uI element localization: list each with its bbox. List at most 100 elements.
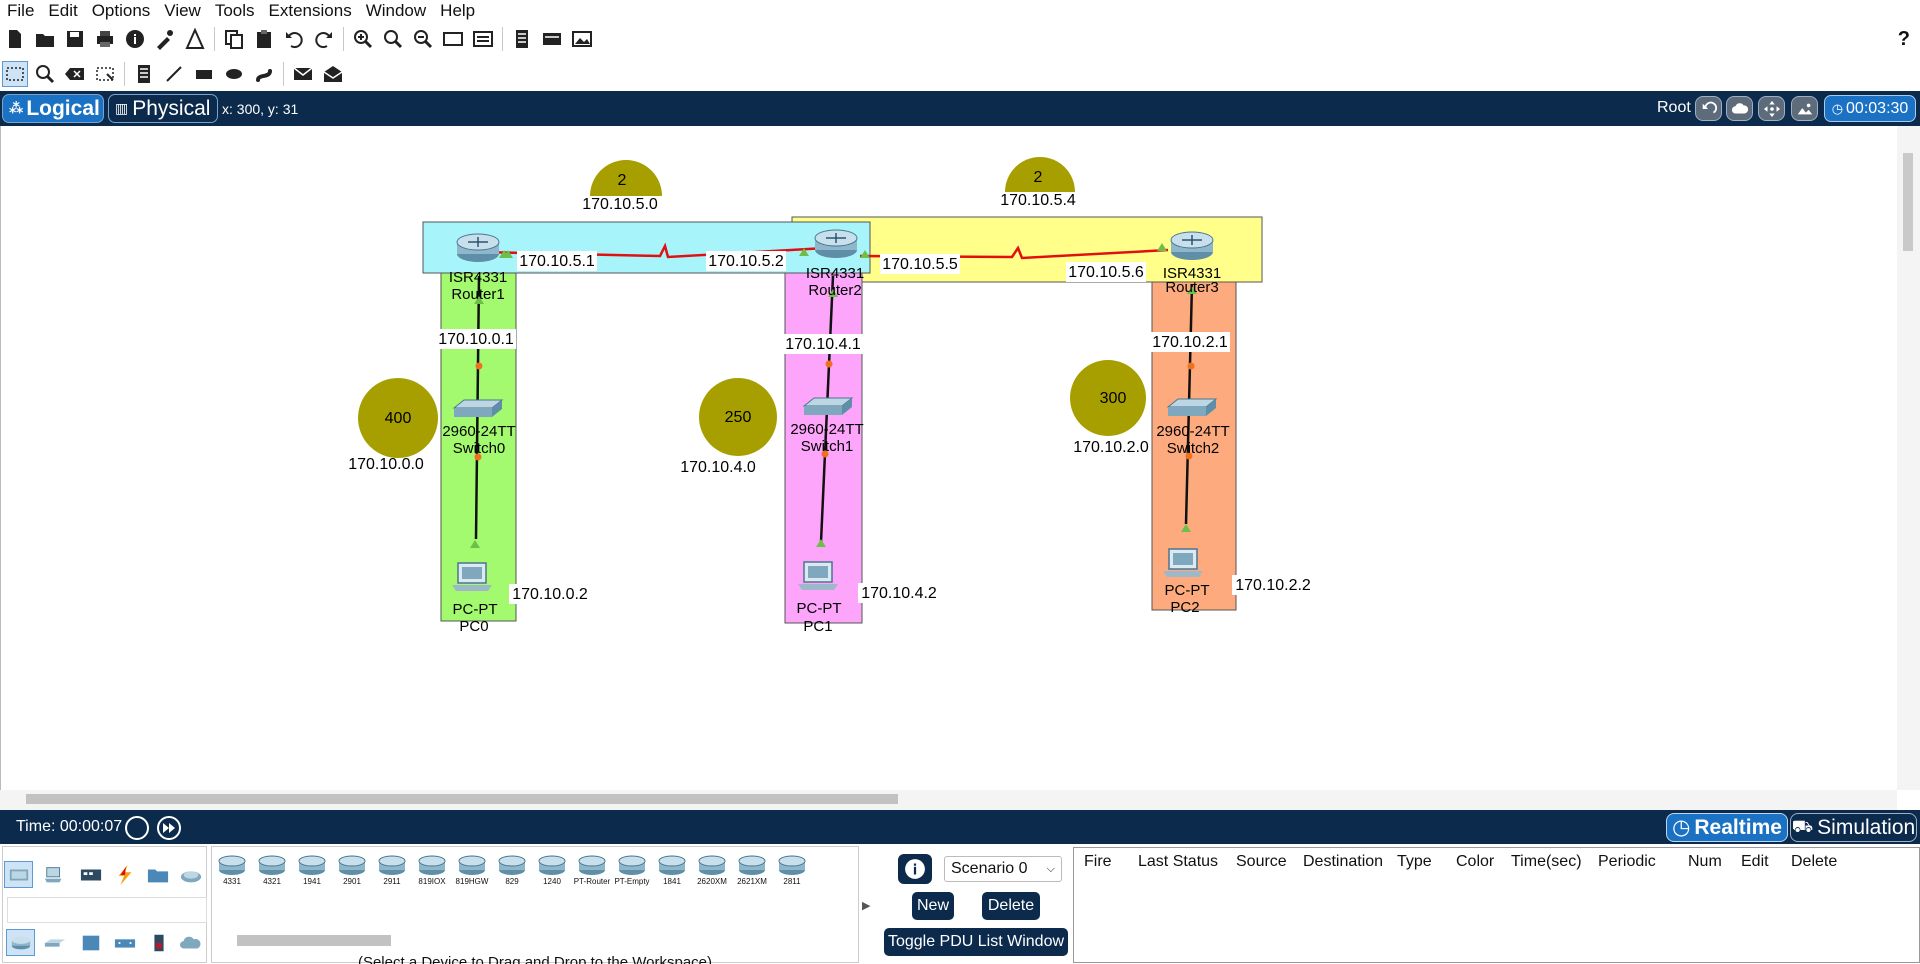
zoom-in-icon[interactable]	[350, 26, 376, 52]
panel-collapse-arrow-icon[interactable]: ▶	[862, 900, 871, 912]
tab-physical[interactable]: ▥ Physical	[108, 94, 218, 123]
connections-category-icon[interactable]	[110, 861, 139, 888]
device-item[interactable]: 1240	[534, 851, 570, 889]
tab-logical[interactable]: ⁂ Logical	[2, 94, 104, 123]
device-item[interactable]: PT-Router	[574, 851, 610, 889]
menu-edit[interactable]: Edit	[48, 1, 78, 20]
wireless-subcategory-icon[interactable]	[110, 929, 139, 956]
pc2[interactable]	[1163, 548, 1203, 577]
menu-file[interactable]: File	[7, 1, 35, 20]
workspace-vertical-scrollbar[interactable]	[1897, 126, 1920, 790]
column-num[interactable]: Num	[1688, 853, 1722, 870]
physical-view-icon[interactable]	[569, 26, 595, 52]
undo-icon[interactable]	[281, 26, 307, 52]
draw-freeform-icon[interactable]	[251, 61, 277, 87]
select-tool-icon[interactable]	[2, 61, 28, 87]
wan-emulation-subcategory-icon[interactable]	[176, 929, 205, 956]
print-icon[interactable]	[92, 26, 118, 52]
column-delete[interactable]: Delete	[1791, 853, 1838, 870]
column-source[interactable]: Source	[1236, 853, 1287, 870]
wizard-icon[interactable]	[152, 26, 178, 52]
menu-help[interactable]: Help	[440, 1, 476, 20]
column-fire[interactable]: Fire	[1084, 853, 1112, 870]
device-item[interactable]: 819HGW	[454, 851, 490, 889]
device-item[interactable]: 2620XM	[694, 851, 730, 889]
network-circle[interactable]: 2	[590, 160, 662, 196]
network-circle[interactable]: 300	[1070, 360, 1146, 436]
new-scenario-button[interactable]: New	[912, 892, 954, 920]
inspect-tool-icon[interactable]	[32, 61, 58, 87]
switch1[interactable]	[802, 397, 854, 415]
routers-subcategory-icon[interactable]	[6, 929, 35, 956]
network-circle[interactable]: 400	[358, 378, 438, 458]
delete-scenario-button[interactable]: Delete	[982, 892, 1040, 920]
realtime-mode-button[interactable]: ◷ Realtime	[1666, 813, 1788, 842]
device-search-field[interactable]	[7, 897, 207, 923]
place-note-icon[interactable]	[131, 61, 157, 87]
serial-link-r2-r3[interactable]	[859, 245, 1169, 260]
toggle-pdu-list-button[interactable]: Toggle PDU List Window	[884, 928, 1068, 956]
network-circle[interactable]: 250	[699, 378, 777, 456]
draw-line-icon[interactable]	[161, 61, 187, 87]
zoom-out-icon[interactable]	[410, 26, 436, 52]
pc1[interactable]	[798, 561, 838, 590]
info-icon[interactable]	[122, 26, 148, 52]
resize-tool-icon[interactable]	[92, 61, 118, 87]
copy-icon[interactable]	[221, 26, 247, 52]
save-icon[interactable]	[62, 26, 88, 52]
device-item[interactable]: 819IOX	[414, 851, 450, 889]
redo-icon[interactable]	[311, 26, 337, 52]
router1[interactable]	[456, 233, 500, 262]
device-item[interactable]: 4321	[254, 851, 290, 889]
add-complex-pdu-icon[interactable]	[320, 61, 346, 87]
paste-icon[interactable]	[251, 26, 277, 52]
miscellaneous-category-icon[interactable]	[143, 861, 172, 888]
column-time[interactable]: Time(sec)	[1511, 853, 1582, 870]
draw-ellipse-icon[interactable]	[221, 61, 247, 87]
device-item[interactable]: 2911	[374, 851, 410, 889]
workspace-clock[interactable]: ◷ 00:03:30	[1824, 95, 1916, 122]
column-last-status[interactable]: Last Status	[1138, 853, 1219, 870]
router2[interactable]	[814, 229, 858, 258]
switch0[interactable]	[452, 399, 504, 417]
switches-subcategory-icon[interactable]	[40, 929, 69, 956]
zoom-reset-icon[interactable]	[380, 26, 406, 52]
device-list-scroll-thumb[interactable]	[237, 935, 391, 946]
help-button[interactable]: ?	[1897, 28, 1910, 50]
add-simple-pdu-icon[interactable]	[290, 61, 316, 87]
device-item[interactable]: 1941	[294, 851, 330, 889]
move-viewport-icon[interactable]	[1758, 96, 1785, 121]
open-folder-icon[interactable]	[32, 26, 58, 52]
network-circle[interactable]: 2	[1005, 157, 1075, 192]
menu-window[interactable]: Window	[365, 1, 427, 20]
power-cycle-icon[interactable]	[125, 816, 149, 840]
draw-rectangle-icon[interactable]	[191, 61, 217, 87]
router3[interactable]	[1170, 231, 1214, 260]
notes-icon[interactable]	[509, 26, 535, 52]
activity-icon[interactable]	[182, 26, 208, 52]
network-topology[interactable]: 2 170.10.5.0 2 170.10.5.4 400 170.10.0.0…	[0, 126, 1897, 790]
fast-forward-icon[interactable]	[157, 816, 181, 840]
cloud-icon[interactable]	[1726, 96, 1753, 121]
menu-tools[interactable]: Tools	[214, 1, 255, 20]
switch2[interactable]	[1166, 398, 1218, 416]
network-devices-category-icon[interactable]	[4, 861, 33, 888]
delete-tool-icon[interactable]	[62, 61, 88, 87]
back-arrow-icon[interactable]	[1695, 96, 1722, 121]
new-file-icon[interactable]	[2, 26, 28, 52]
end-devices-category-icon[interactable]	[40, 861, 69, 888]
column-periodic[interactable]: Periodic	[1598, 853, 1656, 870]
background-image-icon[interactable]	[1791, 96, 1818, 121]
simulation-mode-button[interactable]: ⛟ Simulation	[1790, 813, 1917, 842]
custom-device-icon[interactable]	[470, 26, 496, 52]
menu-extensions[interactable]: Extensions	[268, 1, 352, 20]
scenario-info-button[interactable]	[898, 854, 932, 884]
device-item[interactable]: 2811	[774, 851, 810, 889]
device-item[interactable]: 2621XM	[734, 851, 770, 889]
multiuser-category-icon[interactable]	[176, 861, 205, 888]
column-type[interactable]: Type	[1397, 853, 1432, 870]
pc0[interactable]	[452, 562, 492, 591]
hubs-subcategory-icon[interactable]	[76, 929, 105, 956]
column-destination[interactable]: Destination	[1303, 853, 1384, 870]
drawing-palette-icon[interactable]	[440, 26, 466, 52]
